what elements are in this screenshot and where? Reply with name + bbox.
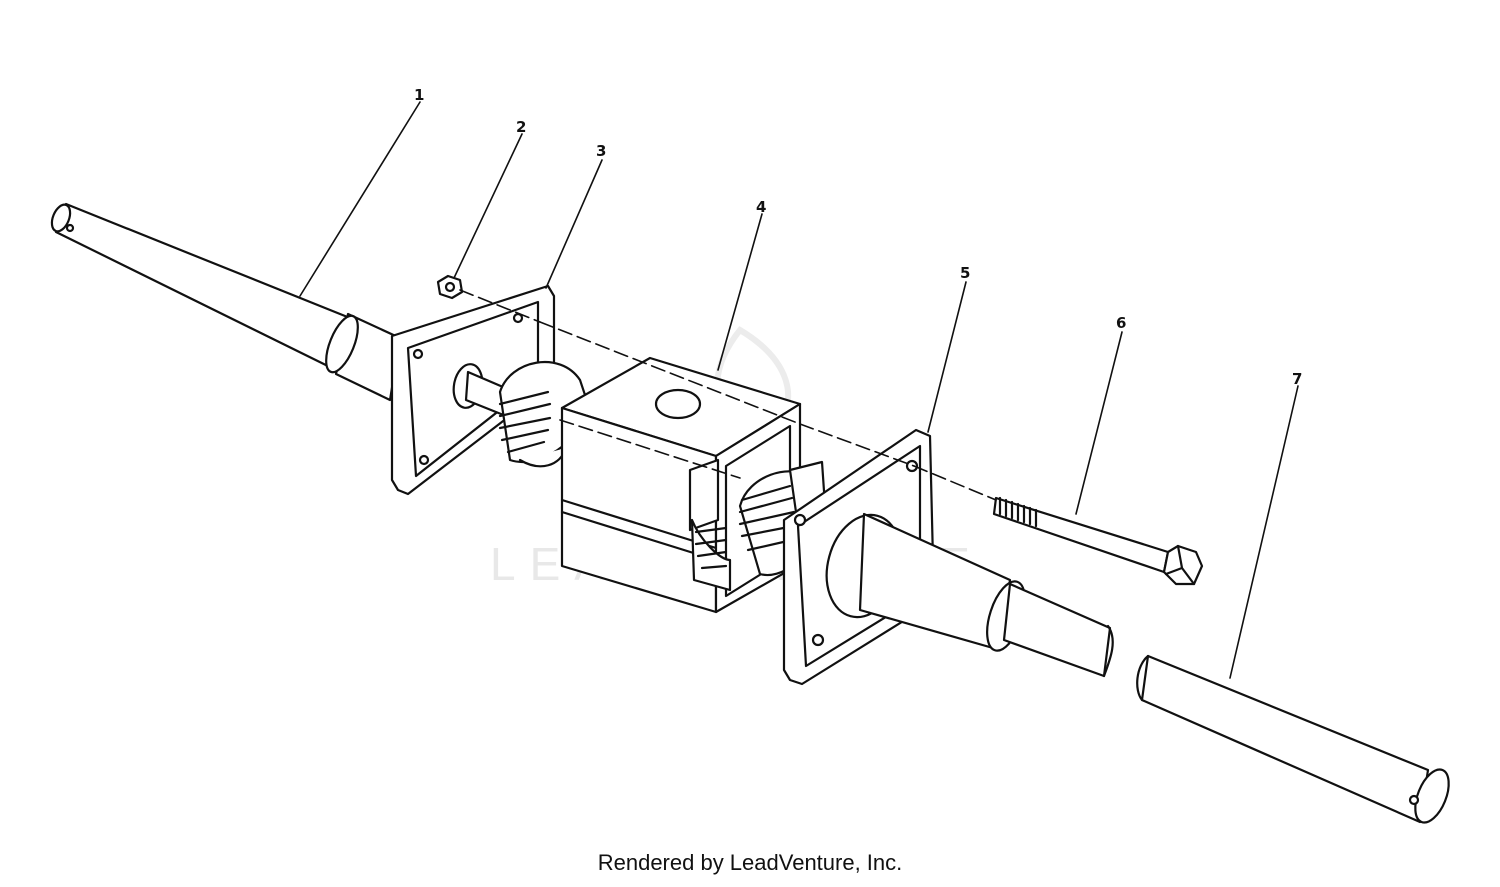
callout-6: 6 — [1116, 314, 1126, 332]
footer-credit: Rendered by LeadVenture, Inc. — [597, 850, 903, 875]
part-2-nut — [436, 274, 464, 300]
part-7-shaft — [1136, 654, 1450, 824]
part-1-shaft — [50, 202, 402, 402]
callout-2: 2 — [516, 118, 526, 136]
callout-7: 7 — [1292, 370, 1302, 388]
callout-4: 4 — [756, 198, 766, 216]
callout-1: 1 — [414, 86, 424, 104]
alignment-lines — [459, 289, 997, 501]
callout-5: 5 — [960, 264, 970, 282]
part-6-bolt — [992, 496, 1204, 586]
callout-3: 3 — [596, 142, 606, 160]
leader-lines — [299, 101, 1299, 679]
part-5-shaft — [858, 512, 1114, 678]
